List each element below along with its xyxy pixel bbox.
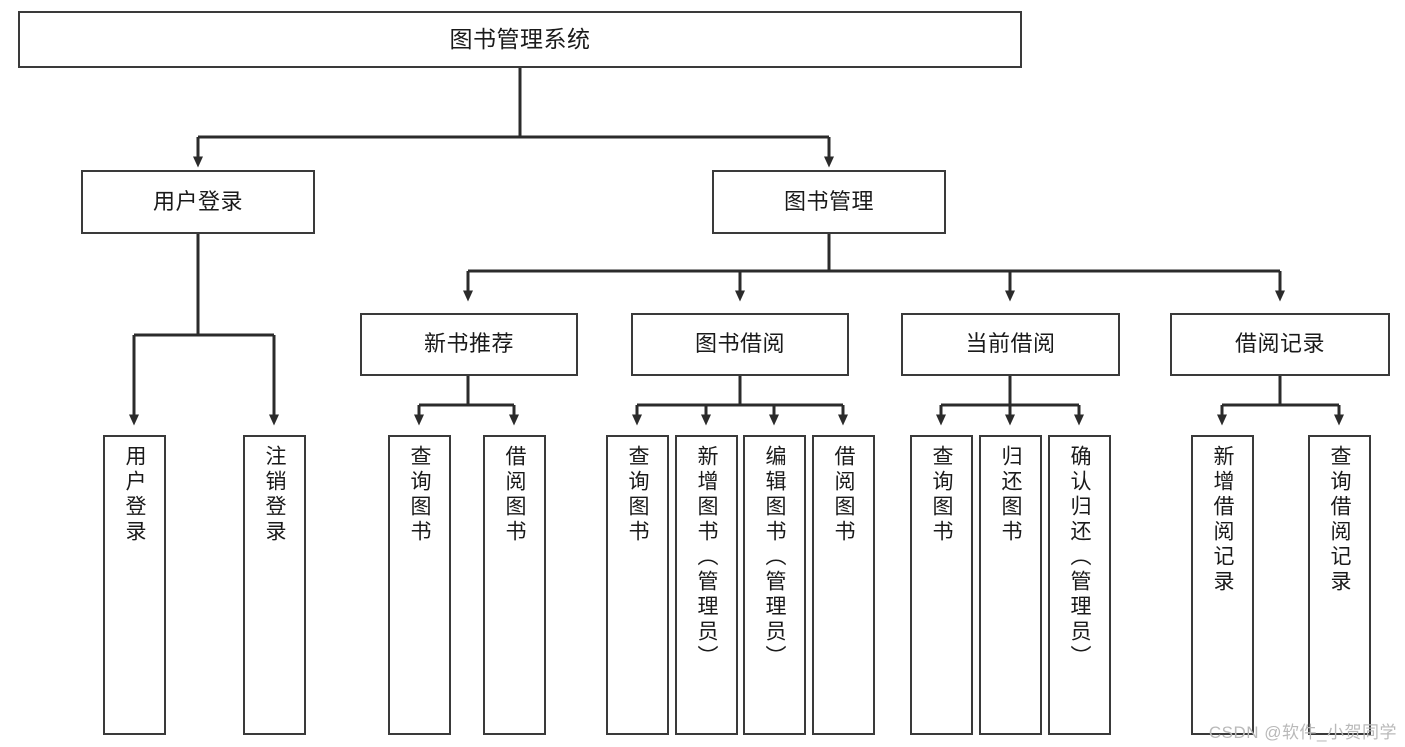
- node-leaf-query-book-recommend[interactable]: 查询图书: [388, 435, 451, 735]
- node-label: 查询图书: [930, 445, 953, 545]
- node-label: 借阅图书: [832, 445, 855, 545]
- node-leaf-user-login[interactable]: 用户登录: [103, 435, 166, 735]
- node-label: 确认归还（管理员）: [1068, 445, 1091, 670]
- node-leaf-query-borrow-record[interactable]: 查询借阅记录: [1308, 435, 1371, 735]
- node-label: 借阅记录: [1234, 331, 1325, 357]
- node-label: 新书推荐: [423, 331, 514, 357]
- node-label: 借阅图书: [503, 445, 526, 545]
- node-current-borrow[interactable]: 当前借阅: [901, 313, 1120, 376]
- node-label: 查询图书: [626, 445, 649, 545]
- node-label: 新增图书（管理员）: [695, 445, 718, 670]
- node-label: 用户登录: [152, 188, 243, 214]
- node-root-book-management-system[interactable]: 图书管理系统: [18, 11, 1022, 68]
- node-leaf-query-book-borrow[interactable]: 查询图书: [606, 435, 669, 735]
- node-leaf-query-book-current[interactable]: 查询图书: [910, 435, 973, 735]
- node-label: 用户登录: [123, 445, 146, 545]
- node-leaf-return-book[interactable]: 归还图书: [979, 435, 1042, 735]
- watermark: CSDN @软件_小贺同学: [1208, 723, 1397, 742]
- node-label: 当前借阅: [965, 331, 1056, 357]
- node-borrow-record[interactable]: 借阅记录: [1170, 313, 1390, 376]
- node-label: 查询借阅记录: [1328, 445, 1351, 595]
- node-leaf-user-logout[interactable]: 注销登录: [243, 435, 306, 735]
- node-leaf-borrow-book[interactable]: 借阅图书: [812, 435, 875, 735]
- node-new-book-recommend[interactable]: 新书推荐: [360, 313, 578, 376]
- node-leaf-edit-book[interactable]: 编辑图书（管理员）: [743, 435, 806, 735]
- node-book-management[interactable]: 图书管理: [712, 170, 946, 234]
- node-leaf-borrow-book-recommend[interactable]: 借阅图书: [483, 435, 546, 735]
- node-label: 归还图书: [999, 445, 1022, 545]
- node-leaf-confirm-return[interactable]: 确认归还（管理员）: [1048, 435, 1111, 735]
- node-book-borrow[interactable]: 图书借阅: [631, 313, 849, 376]
- node-user-login[interactable]: 用户登录: [81, 170, 315, 234]
- node-label: 图书管理: [783, 188, 874, 214]
- node-label: 图书借阅: [694, 331, 785, 357]
- node-label: 编辑图书（管理员）: [763, 445, 786, 670]
- node-leaf-add-borrow-record[interactable]: 新增借阅记录: [1191, 435, 1254, 735]
- node-label: 查询图书: [408, 445, 431, 545]
- node-label: 新增借阅记录: [1211, 445, 1234, 595]
- node-label: 图书管理系统: [449, 25, 591, 52]
- node-leaf-add-book[interactable]: 新增图书（管理员）: [675, 435, 738, 735]
- node-label: 注销登录: [263, 445, 286, 545]
